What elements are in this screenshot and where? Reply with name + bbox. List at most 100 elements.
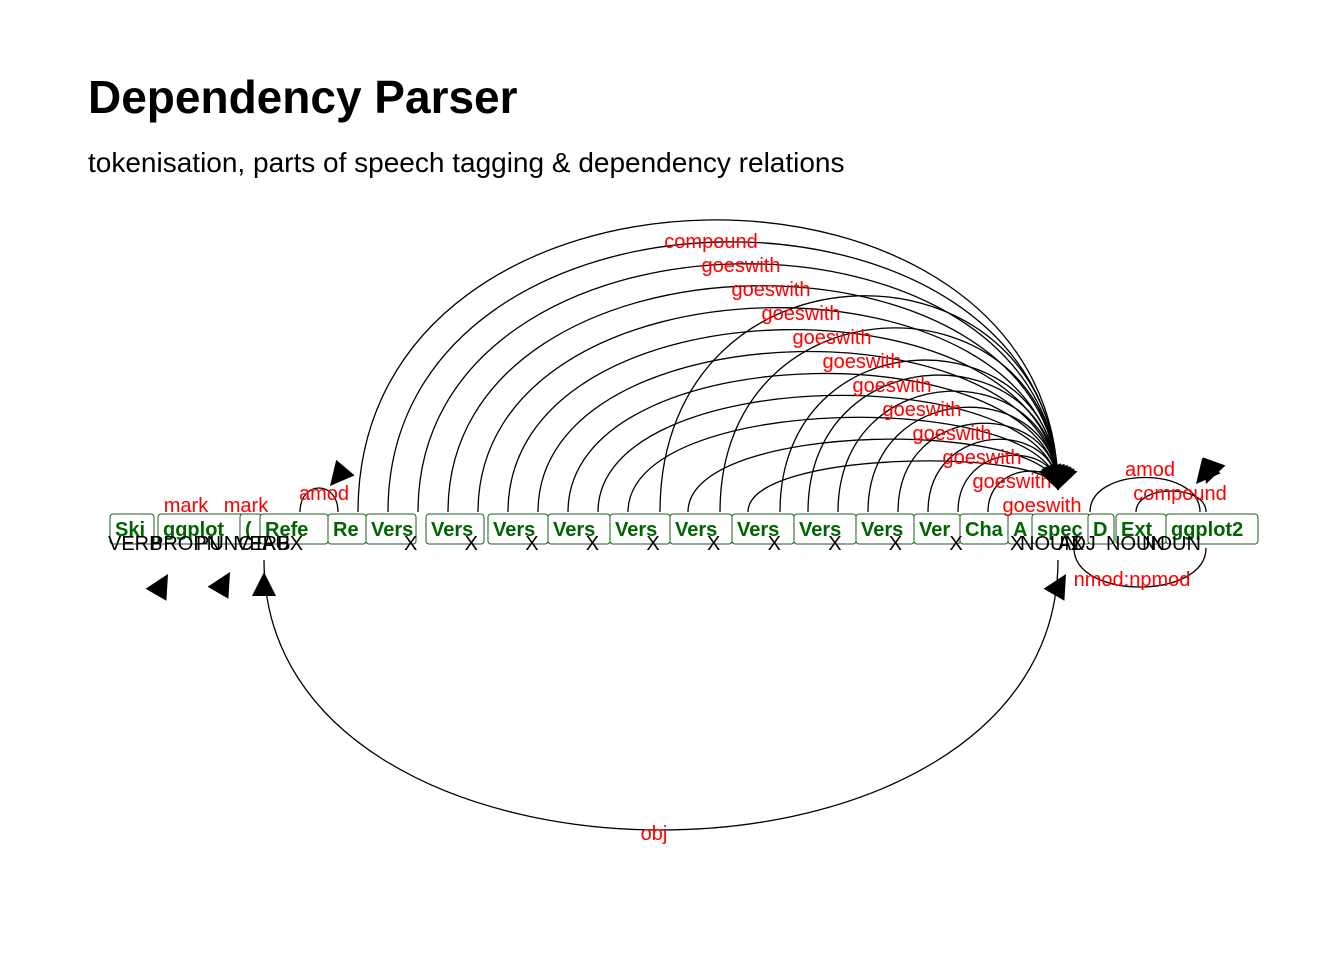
relation-label: goeswith [702, 255, 781, 277]
token-text: Ext [1121, 519, 1152, 541]
dependency-arc [897, 422, 1059, 513]
dependency-arc [627, 416, 1059, 513]
token-text: Vers [861, 519, 903, 541]
token: Cha [959, 513, 1009, 545]
pos-tag: PROPN [150, 533, 221, 555]
pos-tag: X [889, 533, 902, 555]
dependency-arc [567, 372, 1059, 513]
token: Vers [365, 513, 417, 545]
token: Vers [487, 513, 549, 545]
dependency-arc [417, 263, 1059, 513]
pos-tag: X [525, 533, 538, 555]
pos-tag: VERB [236, 533, 290, 555]
relation-label: goeswith [973, 471, 1052, 493]
relation-label: goeswith [943, 447, 1022, 469]
token-box [365, 513, 417, 545]
arrowhead [1054, 463, 1078, 490]
pos-tag: NOUN [1020, 533, 1079, 555]
relation-label: nmod:npmod [1074, 569, 1191, 591]
pos-tag: X [949, 533, 962, 555]
token-text: ggplot2 [1171, 519, 1243, 541]
dependency-arc [597, 394, 1059, 513]
dependency-arc [447, 285, 1059, 513]
relation-label: goeswith [913, 423, 992, 445]
pos-tag: AUX [262, 533, 303, 555]
token-text: Vers [737, 519, 779, 541]
page-subtitle: tokenisation, parts of speech tagging & … [88, 147, 845, 178]
relation-label: compound [1133, 483, 1226, 505]
token-text: Vers [615, 519, 657, 541]
token: Vers [855, 513, 915, 545]
token: Vers [669, 513, 733, 545]
relation-label: goeswith [1003, 495, 1082, 517]
token-text: ggplot [163, 519, 224, 541]
pos-tag: X [586, 533, 599, 555]
dependency-arc [477, 307, 1059, 513]
token: Vers [731, 513, 795, 545]
dependency-arc [1073, 547, 1207, 588]
arrowhead [330, 459, 355, 486]
relation-label: goeswith [732, 279, 811, 301]
token-text: D [1093, 519, 1107, 541]
token: Ski [109, 513, 155, 545]
arrowhead [207, 572, 230, 599]
relation-label: amod [1125, 459, 1175, 481]
arrowhead [1202, 457, 1226, 484]
token-text: Refe [265, 519, 308, 541]
token-text: A [1013, 519, 1027, 541]
token-text: Vers [675, 519, 717, 541]
relation-label: mark [224, 495, 269, 517]
token: ggplot [157, 513, 259, 545]
dependency-arc [867, 406, 1059, 513]
token-text: Ver [919, 519, 950, 541]
relation-label: obj [641, 823, 668, 845]
token-box [425, 513, 485, 545]
token: Refe [259, 513, 329, 545]
relation-labels: compoundgoeswithgoeswithgoeswithgoeswith… [164, 231, 1227, 845]
bottom-arcs [263, 547, 1207, 831]
dependency-arc [747, 460, 1059, 513]
dependency-arc [1135, 490, 1207, 513]
token-text: Vers [799, 519, 841, 541]
relation-label: goeswith [762, 303, 841, 325]
token: Vers [547, 513, 611, 545]
token: Vers [609, 513, 671, 545]
pos-tag: X [768, 533, 781, 555]
token-text: Vers [493, 519, 535, 541]
pos-tag: X [646, 533, 659, 555]
token: spec [1031, 513, 1091, 545]
dependency-arc [387, 241, 1059, 513]
pos-tag: VERB [108, 533, 162, 555]
token-box [109, 513, 155, 545]
relation-label: goeswith [883, 399, 962, 421]
token-text: Re [333, 519, 359, 541]
relation-label: goeswith [823, 351, 902, 373]
dependency-arc [507, 329, 1059, 513]
pos-tag: X [404, 533, 417, 555]
token-text: ( [245, 519, 252, 541]
relation-label: goeswith [853, 375, 932, 397]
relation-label: compound [664, 231, 757, 253]
dependency-arc [299, 487, 339, 513]
token: Ver [913, 513, 961, 545]
pos-tag: ADJ [1058, 533, 1096, 555]
dependency-arc [537, 350, 1059, 513]
token-text: Vers [371, 519, 413, 541]
token: Vers [793, 513, 857, 545]
token: Vers [425, 513, 485, 545]
dependency-arc [263, 559, 1059, 831]
arrowheads [145, 457, 1226, 601]
arrowhead [1043, 574, 1066, 601]
arrowhead [145, 574, 168, 601]
pos-tag: NOUN [1106, 533, 1165, 555]
dependency-arc [357, 219, 1059, 513]
dependency-arc [719, 327, 1059, 513]
relation-label: goeswith [793, 327, 872, 349]
dependency-arc [1089, 477, 1201, 513]
relation-label: amod [299, 483, 349, 505]
dependency-arc [687, 438, 1059, 513]
token: D [1087, 513, 1115, 545]
pos-tag: X [707, 533, 720, 555]
